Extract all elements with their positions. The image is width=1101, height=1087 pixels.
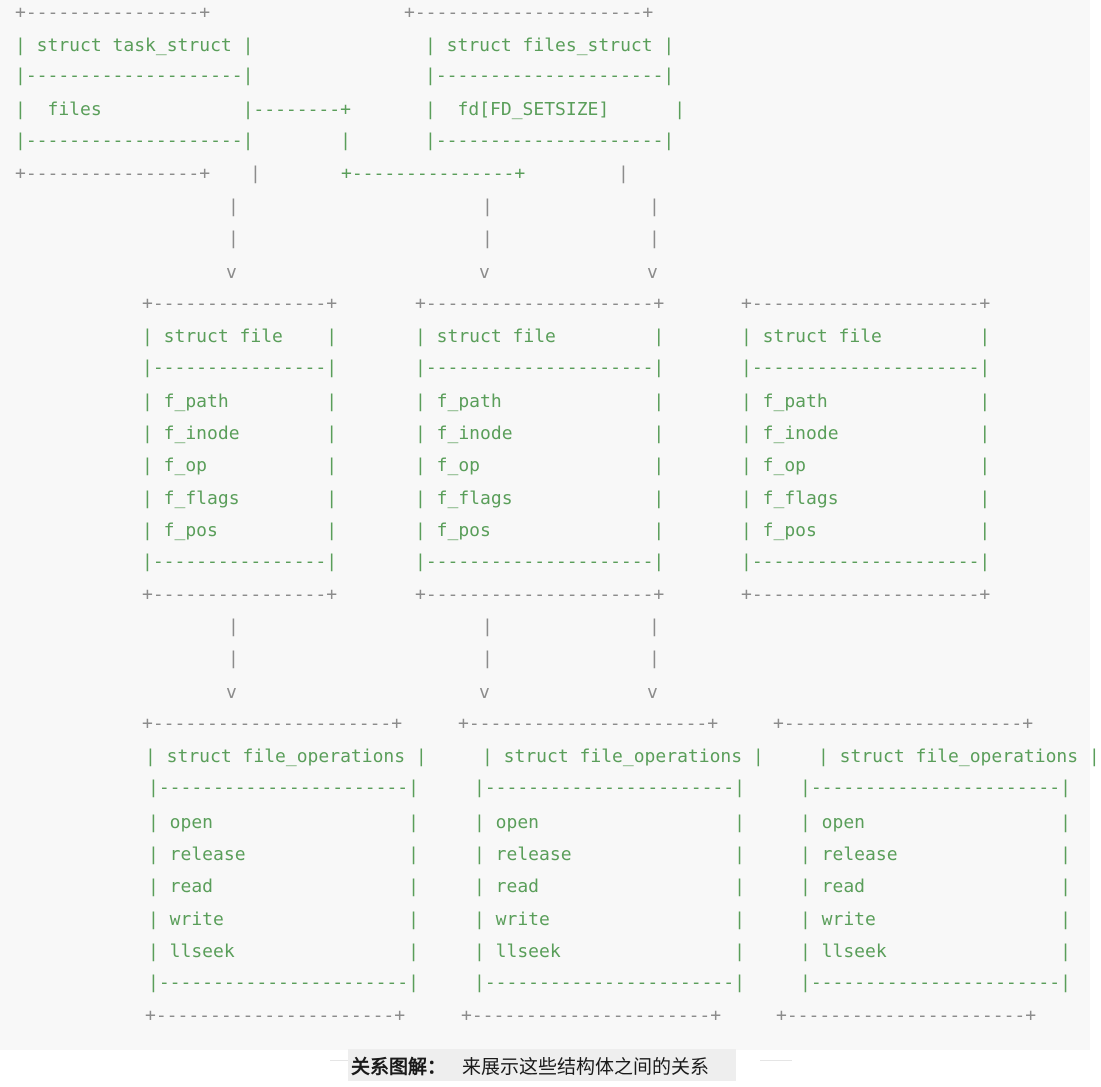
file-struct-3-top-border: +---------------------+ — [741, 293, 991, 314]
connector-pipe: | — [649, 196, 660, 217]
connector-pipe: | — [618, 163, 629, 184]
files-struct-fd-field: | fd[FD_SETSIZE] | — [425, 99, 686, 120]
fops-3-field: | llseek | — [800, 941, 1071, 962]
fops-1-bottom-border: +----------------------+ — [145, 1005, 406, 1026]
arrow-down: v — [479, 262, 490, 283]
connector-pipe: | — [482, 196, 493, 217]
fops-3-field: | open | — [800, 812, 1071, 833]
file-struct-2-field: | f_op | — [415, 455, 665, 476]
file-struct-1-title: | struct file | — [142, 326, 338, 347]
fops-2-field: | read | — [474, 876, 745, 897]
fops-2-title: | struct file_operations | — [482, 746, 764, 767]
fops-1-field: | release | — [148, 844, 419, 865]
files-struct-separator-2: |---------------------| — [425, 130, 675, 151]
fops-1-top-border: +----------------------+ — [142, 713, 403, 734]
fops-2-field: | write | — [474, 909, 745, 930]
connector-pipe: | — [649, 228, 660, 249]
file-struct-2-field: | f_flags | — [415, 488, 665, 509]
task-struct-separator-2: |--------------------| | — [15, 130, 351, 151]
fops-3-field: | read | — [800, 876, 1071, 897]
fops-1-field: | write | — [148, 909, 419, 930]
file-struct-3-field: | f_path | — [741, 391, 991, 412]
fops-3-field: | release | — [800, 844, 1071, 865]
arrow-down: v — [226, 682, 237, 703]
connector-pipe: | — [482, 616, 493, 637]
connector-pipe: | — [649, 616, 660, 637]
arrow-down: v — [647, 262, 658, 283]
files-struct-separator: |---------------------| — [425, 65, 675, 86]
ascii-diagram-code-block: +----------------+ | struct task_struct … — [15, 2, 1100, 1026]
file-struct-1-separator-2: |----------------| — [142, 551, 338, 572]
file-struct-1-bottom-border: +----------------+ — [142, 584, 338, 605]
file-struct-1-field: | f_flags | — [142, 488, 338, 509]
file-struct-3-separator: |---------------------| — [741, 357, 991, 378]
caption-divider-right — [760, 1060, 792, 1061]
file-struct-3-separator-2: |---------------------| — [741, 551, 991, 572]
fops-3-top-border: +----------------------+ — [773, 713, 1034, 734]
fops-1-separator: |-----------------------| — [148, 777, 419, 798]
connector-pipe: | — [649, 648, 660, 669]
file-struct-2-top-border: +---------------------+ — [415, 293, 665, 314]
file-struct-3-field: | f_op | — [741, 455, 991, 476]
connector-pipe: | — [228, 196, 239, 217]
connector-pipe: | — [482, 648, 493, 669]
caption: 关系图解： 来展示这些结构体之间的关系 — [0, 1047, 1101, 1087]
fops-1-field: | llseek | — [148, 941, 419, 962]
file-struct-1-separator: |----------------| — [142, 357, 338, 378]
file-struct-2-field: | f_pos | — [415, 520, 665, 541]
connector-pipe: | — [482, 228, 493, 249]
caption-text: 来展示这些结构体之间的关系 — [462, 1056, 710, 1078]
connector-pipe: | — [228, 228, 239, 249]
fops-2-field: | llseek | — [474, 941, 745, 962]
file-struct-1-field: | f_inode | — [142, 423, 338, 444]
fops-1-title: | struct file_operations | — [145, 746, 427, 767]
fops-2-field: | release | — [474, 844, 745, 865]
files-struct-branch: +---------------+ — [341, 163, 526, 184]
file-struct-2-title: | struct file | — [415, 326, 665, 347]
fops-2-separator-2: |-----------------------| — [474, 972, 745, 993]
fops-2-top-border: +----------------------+ — [458, 713, 719, 734]
fops-2-bottom-border: +----------------------+ — [461, 1005, 722, 1026]
file-struct-2-field: | f_path | — [415, 391, 665, 412]
file-struct-1-field: | f_pos | — [142, 520, 338, 541]
fops-3-field: | write | — [800, 909, 1071, 930]
fops-3-title: | struct file_operations | — [818, 746, 1100, 767]
fops-3-separator: |-----------------------| — [800, 777, 1071, 798]
fops-3-bottom-border: +----------------------+ — [776, 1005, 1037, 1026]
file-struct-1-field: | f_op | — [142, 455, 338, 476]
fops-1-field: | read | — [148, 876, 419, 897]
arrow-down: v — [226, 262, 237, 283]
caption-highlight — [348, 1049, 736, 1081]
connector-pipe: | — [250, 163, 261, 184]
task-struct-top-border: +----------------+ — [15, 2, 211, 23]
file-struct-2-separator-2: |---------------------| — [415, 551, 665, 572]
file-struct-3-bottom-border: +---------------------+ — [741, 584, 991, 605]
files-struct-title: | struct files_struct | — [425, 35, 675, 56]
file-struct-2-field: | f_inode | — [415, 423, 665, 444]
fops-3-separator-2: |-----------------------| — [800, 972, 1071, 993]
fops-1-separator-2: |-----------------------| — [148, 972, 419, 993]
fops-2-field: | open | — [474, 812, 745, 833]
file-struct-2-separator: |---------------------| — [415, 357, 665, 378]
file-struct-3-field: | f_pos | — [741, 520, 991, 541]
file-struct-3-title: | struct file | — [741, 326, 991, 347]
task-struct-files-field: | files |--------+ — [15, 99, 351, 120]
connector-pipe: | — [228, 616, 239, 637]
file-struct-2-bottom-border: +---------------------+ — [415, 584, 665, 605]
caption-label: 关系图解： — [351, 1056, 447, 1078]
file-struct-1-field: | f_path | — [142, 391, 338, 412]
arrow-down: v — [647, 682, 658, 703]
task-struct-separator: |--------------------| — [15, 65, 254, 86]
connector-pipe: | — [228, 648, 239, 669]
files-struct-top-border: +---------------------+ — [404, 2, 654, 23]
task-struct-bottom-border: +----------------+ — [15, 163, 211, 184]
file-struct-1-top-border: +----------------+ — [142, 293, 338, 314]
caption-divider-left — [330, 1060, 360, 1061]
arrow-down: v — [479, 682, 490, 703]
file-struct-3-field: | f_flags | — [741, 488, 991, 509]
fops-2-separator: |-----------------------| — [474, 777, 745, 798]
fops-1-field: | open | — [148, 812, 419, 833]
task-struct-title: | struct task_struct | — [15, 35, 254, 56]
file-struct-3-field: | f_inode | — [741, 423, 991, 444]
